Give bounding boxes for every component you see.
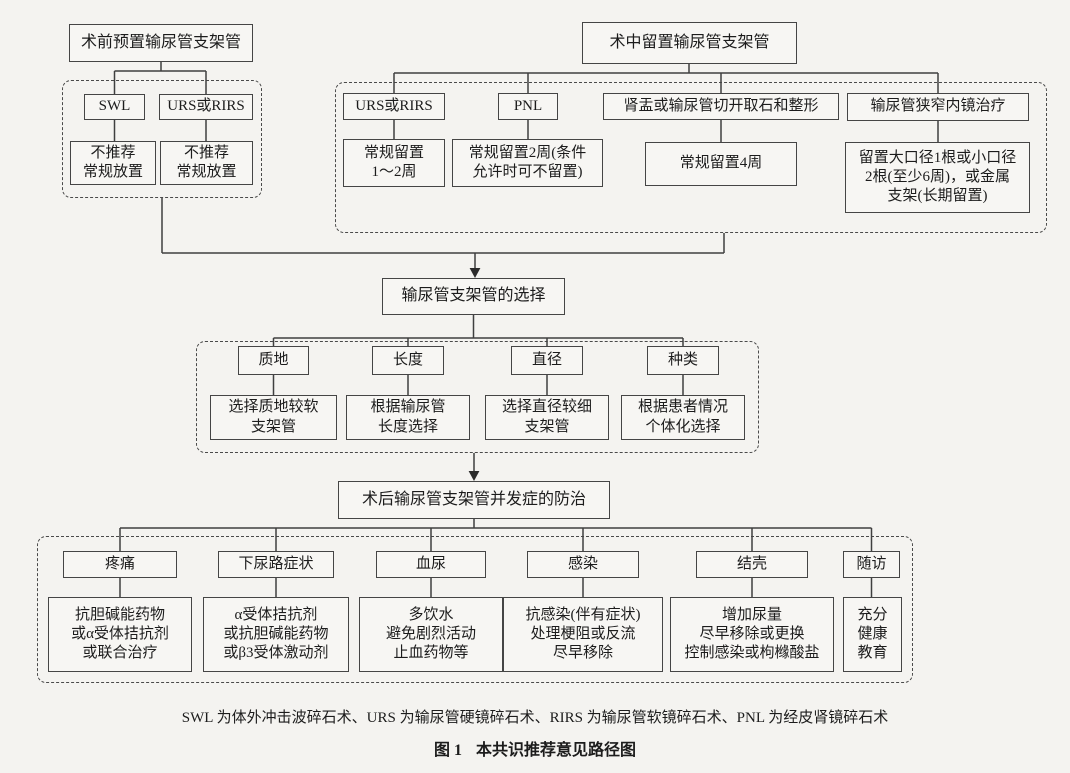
- figure-label: 图 1: [433, 742, 462, 759]
- node-intraop-urs-recommendation: 常规留置 1～2周: [343, 139, 445, 187]
- node-selection-texture: 质地: [238, 346, 309, 375]
- figure-title: 本共识推荐意见路径图: [476, 742, 637, 759]
- node-selection-length-recommendation: 根据输尿管 长度选择: [346, 395, 470, 440]
- node-postop-followup-recommendation: 充分 健康 教育: [843, 597, 902, 672]
- node-intraop-title: 术中留置输尿管支架管: [582, 22, 797, 64]
- node-intraop-pyelolithotomy: 肾盂或输尿管切开取石和整形: [603, 93, 839, 120]
- node-selection-type: 种类: [647, 346, 719, 375]
- node-selection-title: 输尿管支架管的选择: [382, 278, 565, 315]
- node-postop-pain-recommendation: 抗胆碱能药物 或α受体拮抗剂 或联合治疗: [48, 597, 192, 672]
- node-preop-swl: SWL: [84, 94, 145, 120]
- selection-group-box: [196, 341, 759, 453]
- node-preop-swl-recommendation: 不推荐 常规放置: [70, 141, 156, 185]
- node-selection-type-recommendation: 根据患者情况 个体化选择: [621, 395, 745, 440]
- node-intraop-pnl: PNL: [498, 93, 558, 120]
- node-intraop-urs-rirs: URS或RIRS: [343, 93, 445, 120]
- node-selection-diameter: 直径: [511, 346, 583, 375]
- node-preop-title: 术前预置输尿管支架管: [69, 24, 253, 62]
- node-postop-infection: 感染: [527, 551, 639, 578]
- node-postop-hematuria: 血尿: [376, 551, 486, 578]
- abbreviation-note: SWL 为体外冲击波碎石术、URS 为输尿管硬镜碎石术、RIRS 为输尿管软镜碎…: [181, 710, 889, 726]
- postop-group-box: [37, 536, 913, 683]
- node-selection-length: 长度: [372, 346, 444, 375]
- node-postop-infection-recommendation: 抗感染(伴有症状) 处理梗阻或反流 尽早移除: [503, 597, 663, 672]
- arrow-down-icon: [468, 471, 480, 481]
- node-postop-title: 术后输尿管支架管并发症的防治: [338, 481, 610, 519]
- figure-caption: 图 1 本共识推荐意见路径图: [0, 736, 1070, 760]
- node-preop-urs-recommendation: 不推荐 常规放置: [160, 141, 253, 185]
- node-preop-urs-rirs: URS或RIRS: [159, 94, 253, 120]
- node-postop-encrustation-recommendation: 增加尿量 尽早移除或更换 控制感染或枸橼酸盐: [670, 597, 834, 672]
- node-selection-diameter-recommendation: 选择直径较细 支架管: [485, 395, 609, 440]
- node-postop-luts-recommendation: α受体拮抗剂 或抗胆碱能药物 或β3受体激动剂: [203, 597, 349, 672]
- node-intraop-pyelolithotomy-recommendation: 常规留置4周: [645, 142, 797, 186]
- node-postop-followup: 随访: [843, 551, 900, 578]
- node-postop-luts: 下尿路症状: [218, 551, 334, 578]
- intraop-group-box: [335, 82, 1047, 233]
- node-intraop-pnl-recommendation: 常规留置2周(条件 允许时可不留置): [452, 139, 603, 187]
- node-postop-encrustation: 结壳: [696, 551, 808, 578]
- node-selection-texture-recommendation: 选择质地较软 支架管: [210, 395, 337, 440]
- preop-group-box: [62, 80, 262, 198]
- node-intraop-stricture-recommendation: 留置大口径1根或小口径 2根(至少6周)，或金属 支架(长期留置): [845, 142, 1030, 213]
- node-intraop-stricture: 输尿管狭窄内镜治疗: [847, 93, 1029, 121]
- flow-lines: [113, 62, 939, 597]
- node-postop-hematuria-recommendation: 多饮水 避免剧烈活动 止血药物等: [359, 597, 503, 672]
- node-postop-pain: 疼痛: [63, 551, 177, 578]
- arrow-down-icon: [469, 268, 481, 278]
